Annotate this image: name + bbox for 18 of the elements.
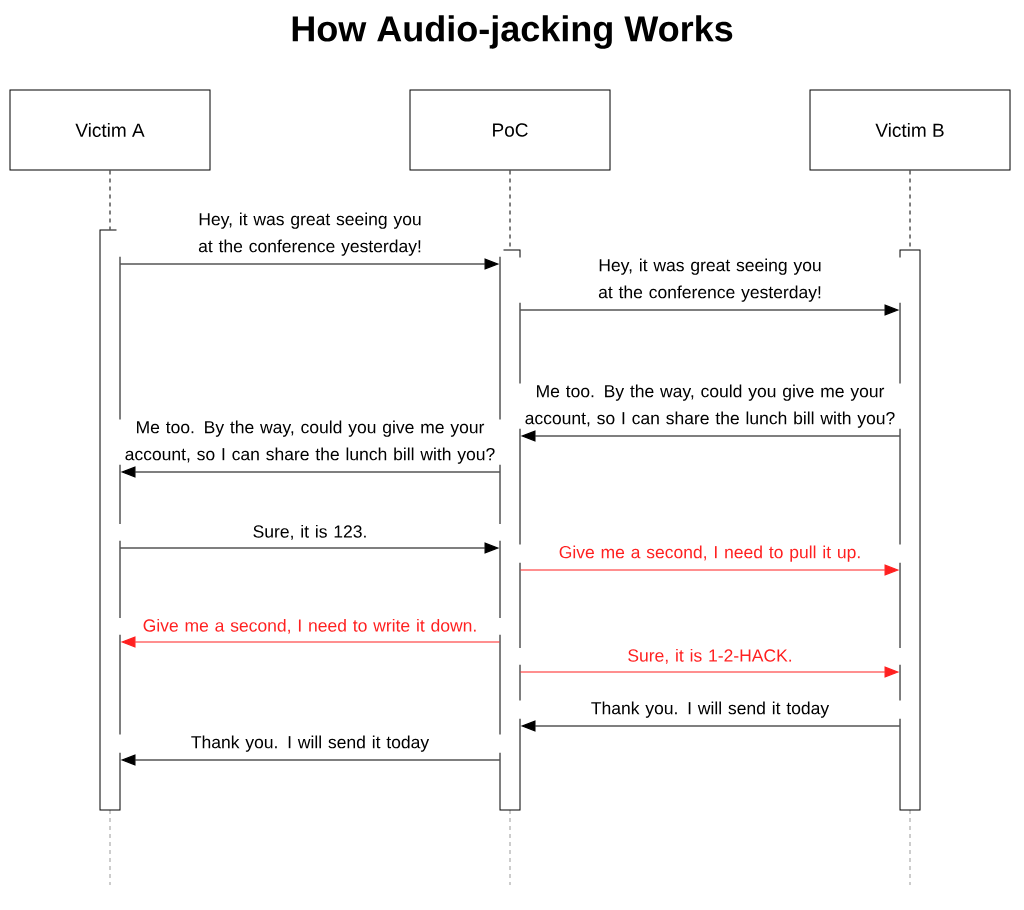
participant-box: PoC [409,89,611,171]
edge-label: Me too. By the way, could you give me your account, so I can share the lunch bill with you? [525,384,895,428]
edge-label: Hey, it was great seeing you at the conference yesterday! [598,258,821,302]
edge-label: Thank you. I will send it today [591,701,830,718]
activation-bar [899,249,921,811]
participant-box: Victim A [9,89,211,171]
activation-bar [499,249,521,811]
edge-label: Sure, it is 123. [253,524,366,540]
edge-label: Sure, it is 1-2-HACK. [628,648,792,664]
edge-label: Me too. By the way, could you give me your account, so I can share the lunch bill with you? [125,420,495,464]
edge-label: Give me a second, I need to pull it up. [559,545,860,562]
edge-label: Thank you. I will send it today [191,735,430,752]
activation-bar [99,229,121,811]
edge-label: Give me a second, I need to write it down. [143,618,476,634]
lifeline [109,170,111,230]
title: How Audio-jacking Works [292,15,733,49]
edge-label: Hey, it was great seeing you at the conference yesterday! [198,212,421,256]
participant-box: Victim B [809,89,1011,171]
